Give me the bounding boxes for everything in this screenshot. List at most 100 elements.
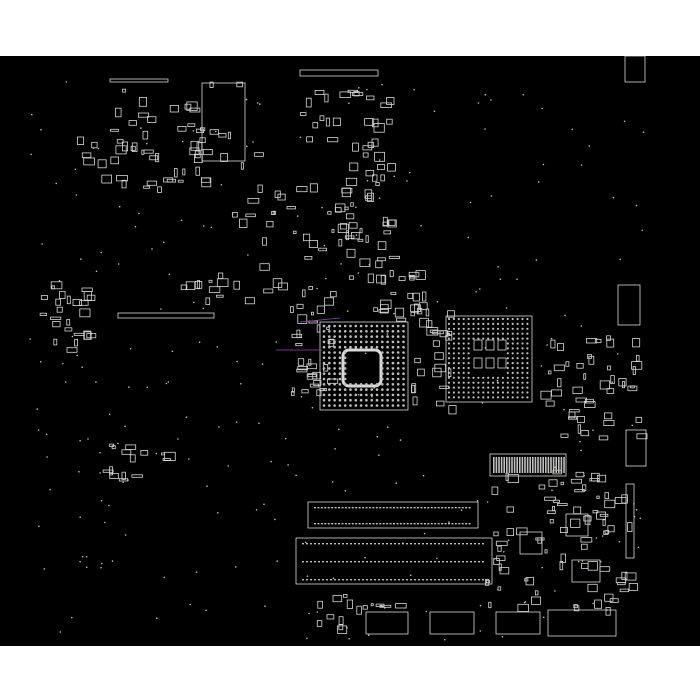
dimm-pin — [334, 543, 336, 545]
dimm-pin — [399, 507, 402, 509]
smd-component — [140, 450, 149, 456]
smd-component — [560, 433, 569, 438]
via — [146, 386, 148, 389]
bga-ball — [496, 381, 500, 384]
dimm-pin — [378, 543, 380, 545]
bga-ball — [381, 361, 384, 365]
bga-ball — [526, 342, 529, 345]
dimm-pin — [450, 543, 452, 545]
dimm-pin — [414, 561, 416, 563]
smd-component — [432, 330, 444, 335]
via — [206, 485, 208, 487]
bga-ball — [386, 393, 389, 397]
dimm-pin — [417, 507, 420, 509]
bga-ball — [338, 361, 342, 365]
dimm-pin — [454, 561, 456, 563]
smd-component — [577, 424, 581, 434]
via — [245, 98, 248, 101]
via — [198, 341, 201, 344]
bga-ball — [343, 335, 347, 338]
dimm-pin — [350, 579, 352, 581]
bga-ball — [391, 335, 395, 338]
bga-ball — [402, 393, 405, 397]
smd-component — [376, 257, 386, 262]
smd-component — [185, 281, 196, 291]
smd-component — [297, 365, 308, 371]
via — [259, 103, 261, 105]
dimm-pin — [423, 507, 426, 509]
dimm-pin — [474, 543, 476, 545]
bga-ball — [328, 324, 331, 328]
dimm-pin — [324, 523, 327, 525]
dimm-pin — [454, 579, 456, 581]
dimm-pin — [393, 507, 395, 509]
bga-ball — [396, 330, 400, 333]
bga-ball — [365, 324, 368, 328]
via — [168, 273, 171, 276]
smd-component — [218, 272, 224, 279]
via — [540, 365, 543, 367]
bga-ball — [365, 388, 368, 391]
via — [156, 617, 158, 619]
smd-component — [606, 388, 615, 394]
smd-component — [599, 380, 610, 390]
via — [490, 195, 493, 197]
dimm-pin — [331, 523, 334, 525]
via — [386, 426, 389, 428]
header-pin — [506, 457, 508, 473]
dimm-pin — [438, 543, 440, 545]
dimm-pin — [331, 507, 334, 509]
via — [479, 630, 482, 632]
bga-ball — [447, 357, 451, 360]
via — [635, 204, 638, 207]
dimm-pin — [341, 523, 344, 525]
via — [255, 509, 258, 511]
smd-component — [216, 294, 224, 298]
bga-ball — [526, 366, 529, 370]
via — [399, 439, 402, 441]
smd-component — [337, 223, 349, 233]
smd-component — [636, 355, 640, 362]
bga-ball — [375, 398, 379, 402]
via — [95, 381, 97, 383]
dimm-pin — [430, 523, 433, 525]
smd-component — [584, 401, 596, 408]
board-canvas[interactable] — [0, 56, 700, 646]
via — [444, 638, 446, 641]
bga-ball — [487, 322, 490, 325]
bga-ball — [501, 337, 504, 340]
via — [496, 379, 499, 382]
smd-component — [583, 373, 587, 380]
via — [526, 381, 529, 384]
bga-ball — [333, 393, 336, 397]
dimm-pin — [444, 507, 447, 509]
dimm-pin — [374, 543, 376, 545]
bga-ball — [343, 393, 347, 397]
smd-component — [359, 258, 371, 267]
die-pad — [497, 357, 507, 369]
dimm-pin — [350, 561, 352, 563]
smd-component — [581, 562, 589, 569]
bga-ball — [338, 404, 342, 407]
die-pad — [485, 339, 495, 351]
bga-ball — [343, 398, 347, 402]
bga-ball — [338, 351, 342, 354]
smd-component — [378, 308, 389, 313]
dimm-pin — [366, 561, 368, 563]
smd-component — [316, 305, 325, 314]
smd-component — [195, 166, 200, 176]
bga-ball — [457, 352, 460, 355]
bga-ball — [338, 377, 342, 381]
bga-ball — [447, 362, 451, 365]
via — [128, 386, 130, 388]
smd-component — [39, 312, 47, 316]
io-connector-2 — [429, 611, 475, 635]
bga-ball — [482, 391, 485, 394]
bga-ball — [322, 372, 326, 376]
die-outline — [341, 348, 383, 388]
bga-ball — [467, 381, 470, 384]
bga-ball — [333, 388, 336, 391]
bga-ball — [381, 388, 384, 391]
bga-ball — [381, 377, 384, 381]
smd-component — [131, 474, 143, 478]
